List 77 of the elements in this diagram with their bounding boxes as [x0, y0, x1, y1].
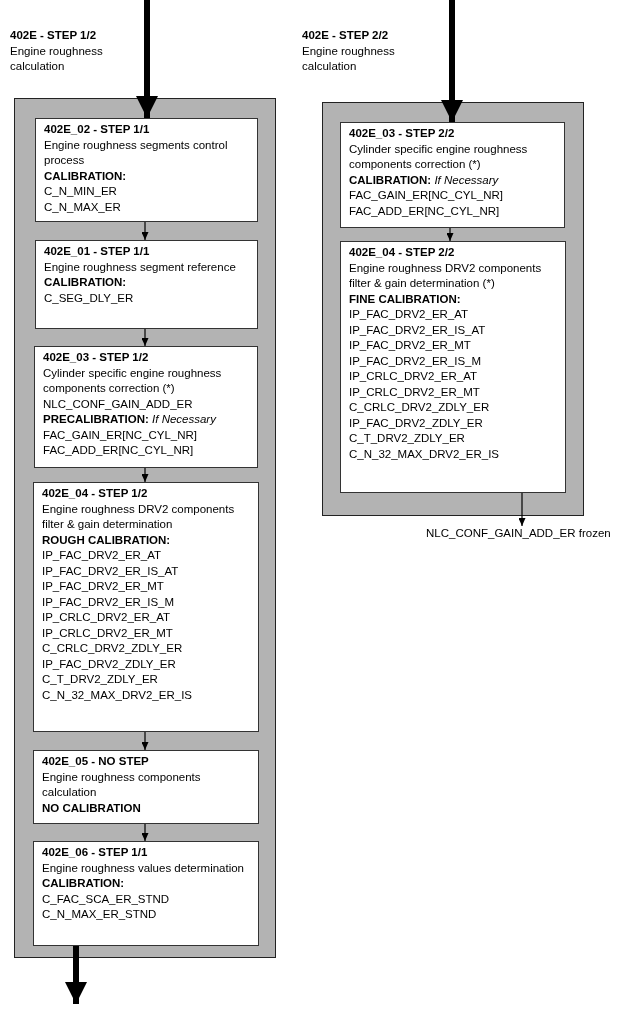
calibration-text: FAC_GAIN_ER[NC_CYL_NR]: [43, 427, 199, 443]
calibration-text: CALIBRATION:: [44, 275, 128, 290]
calibration-text: IP_FAC_DRV2_ZDLY_ER: [349, 415, 484, 431]
step-description: Cylinder specific engine roughness components correction (*): [43, 365, 223, 396]
step-description: Cylinder specific engine roughness components correction (*): [349, 141, 529, 172]
group-heading: 402E - STEP 1/2: [10, 28, 98, 43]
calibration-text: ROUGH CALIBRATION:: [42, 532, 172, 548]
group-description: Engine roughness calculation: [302, 43, 396, 74]
step-description: Engine roughness segments control process: [44, 137, 229, 168]
arrow: [446, 227, 454, 242]
calibration-text: C_T_DRV2_ZDLY_ER: [349, 431, 466, 446]
arrow: [141, 467, 149, 483]
calibration-text: FAC_ADD_ER[NC_CYL_NR]: [349, 203, 501, 219]
arrow: [518, 492, 526, 527]
step-heading: 402E_03 - STEP 2/2: [349, 126, 456, 141]
arrow: [141, 328, 149, 347]
calibration-text: IP_FAC_DRV2_ER_IS_AT: [42, 563, 180, 579]
process-box: [340, 241, 566, 493]
step-heading: 402E_04 - STEP 1/2: [42, 486, 149, 501]
step-description: Engine roughness DRV2 components filter & gain determination (*): [349, 260, 543, 291]
note-text: NLC_CONF_GAIN_ADD_ER frozen: [426, 526, 640, 542]
calibration-text: C_CRLC_DRV2_ZDLY_ER: [349, 400, 491, 415]
calibration-text: IP_FAC_DRV2_ER_IS_AT: [349, 322, 487, 338]
step-heading: 402E_02 - STEP 1/1: [44, 122, 151, 137]
arrow: [141, 221, 149, 241]
calibration-text: C_CRLC_DRV2_ZDLY_ER: [42, 641, 184, 656]
calibration-text: IP_FAC_DRV2_ER_MT: [42, 579, 165, 594]
calibration-text: IP_FAC_DRV2_ER_IS_M: [349, 353, 483, 369]
arrow: [141, 731, 149, 751]
step-heading: 402E_01 - STEP 1/1: [44, 244, 151, 259]
step-heading: 402E_04 - STEP 2/2: [349, 245, 456, 260]
calibration-text: IP_FAC_DRV2_ER_IS_M: [42, 594, 176, 610]
arrow: [441, 0, 463, 122]
calibration-text: C_N_MAX_ER_STND: [42, 907, 158, 922]
group-heading: 402E - STEP 2/2: [302, 28, 390, 43]
calibration-text: CALIBRATION:: [44, 168, 128, 184]
step-heading: 402E_06 - STEP 1/1: [42, 845, 149, 860]
calibration-text: C_N_MAX_ER: [44, 199, 122, 215]
calibration-text: C_N_32_MAX_DRV2_ER_IS: [42, 687, 193, 703]
calibration-text: NO CALIBRATION: [42, 800, 142, 816]
calibration-text: IP_CRLC_DRV2_ER_MT: [349, 384, 481, 400]
step-heading: 402E_05 - NO STEP: [42, 754, 150, 769]
calibration-text: CALIBRATION: If Necessary: [349, 172, 500, 188]
arrow: [141, 823, 149, 842]
calibration-text: IP_CRLC_DRV2_ER_AT: [42, 610, 172, 625]
step-heading: 402E_03 - STEP 1/2: [43, 350, 150, 365]
calibration-text: NLC_CONF_GAIN_ADD_ER: [43, 396, 194, 412]
process-box: [33, 482, 259, 732]
arrow: [136, 0, 158, 118]
calibration-text: C_N_32_MAX_DRV2_ER_IS: [349, 446, 500, 462]
calibration-text: FAC_ADD_ER[NC_CYL_NR]: [43, 443, 195, 458]
process-box: [35, 240, 258, 329]
calibration-text: IP_CRLC_DRV2_ER_MT: [42, 625, 174, 641]
process-box: [340, 122, 565, 228]
calibration-text: IP_FAC_DRV2_ER_MT: [349, 338, 472, 353]
arrow: [65, 946, 87, 1004]
calibration-text: IP_FAC_DRV2_ER_AT: [349, 307, 470, 322]
process-box: [34, 346, 258, 468]
process-box: [35, 118, 258, 222]
process-box: [33, 750, 259, 824]
calibration-text: IP_FAC_DRV2_ZDLY_ER: [42, 656, 177, 672]
calibration-text: C_SEG_DLY_ER: [44, 290, 135, 306]
calibration-text: FINE CALIBRATION:: [349, 291, 462, 307]
calibration-text: CALIBRATION:: [42, 876, 126, 891]
calibration-text: IP_FAC_DRV2_ER_AT: [42, 548, 163, 563]
calibration-text: C_N_MIN_ER: [44, 184, 118, 199]
step-description: Engine roughness values determination: [42, 860, 246, 876]
step-description: Engine roughness segment reference: [44, 259, 237, 275]
calibration-text: C_T_DRV2_ZDLY_ER: [42, 672, 159, 687]
calibration-text: C_FAC_SCA_ER_STND: [42, 891, 171, 907]
step-description: Engine roughness components calculation: [42, 769, 202, 800]
calibration-text: PRECALIBRATION: If Necessary: [43, 412, 218, 427]
calibration-text: FAC_GAIN_ER[NC_CYL_NR]: [349, 188, 505, 203]
step-description: Engine roughness DRV2 components filter & gain determination: [42, 501, 236, 532]
calibration-text: IP_CRLC_DRV2_ER_AT: [349, 369, 479, 384]
group-description: Engine roughness calculation: [10, 43, 104, 74]
process-box: [33, 841, 259, 946]
